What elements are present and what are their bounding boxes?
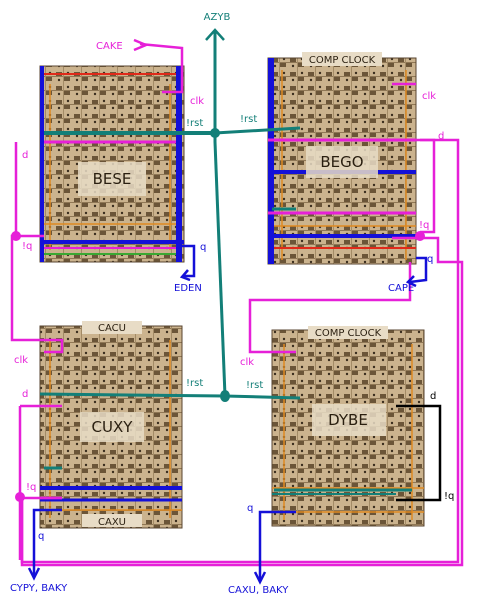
bese-d-label: d — [22, 150, 28, 161]
q-outputs — [27, 244, 428, 585]
dybe-d-label: d — [430, 391, 436, 402]
chip-bego-top-text: COMP CLOCK — [309, 55, 376, 66]
dybe-rst-label: !rst — [246, 380, 263, 391]
cake-label: CAKE — [96, 41, 123, 52]
chip-bese-right-rail — [176, 66, 182, 262]
cuxy-d-label: d — [22, 389, 28, 400]
clk-data-wires — [10, 38, 464, 567]
dybe-nq-label: !q — [444, 491, 454, 502]
bego-nq-label: !q — [419, 220, 429, 231]
bego-rst-label: !rst — [240, 114, 257, 125]
bese-nq-label: !q — [22, 241, 32, 252]
cypy-baky-label: CYPY, BAKY — [10, 583, 68, 594]
bese-nq-junction — [11, 231, 21, 241]
bego-clk-label: clk — [422, 91, 436, 102]
cape-label: CAPE — [388, 283, 414, 294]
chip-bego-left-rail — [268, 58, 274, 264]
chip-cuxy-bottom-text: CAXU — [98, 517, 126, 528]
dybe-feedback-loop — [396, 404, 442, 502]
cuxy-rst-label: !rst — [186, 378, 203, 389]
chip-bego: COMP CLOCK BEGO — [267, 52, 417, 265]
cuxy-clk-label: clk — [14, 355, 28, 366]
cuxy-nq-label: !q — [26, 482, 36, 493]
chip-dybe: COMP CLOCK DYBE — [271, 326, 425, 527]
dybe-clk-label: clk — [240, 357, 254, 368]
chip-bese: BESE — [39, 65, 185, 263]
chip-cuxy: CACU CUXY CAXU — [39, 321, 183, 529]
bego-q-label: q — [427, 254, 433, 265]
chip-bese-label: BESE — [93, 170, 132, 188]
eden-label: EDEN — [174, 283, 202, 294]
chip-bego-label: BEGO — [320, 153, 363, 171]
chip-cuxy-label: CUXY — [92, 418, 134, 436]
bego-nq-junction — [415, 231, 425, 241]
bese-q-label: q — [200, 242, 206, 253]
dybe-q-label: q — [247, 503, 253, 514]
cuxy-q-label: q — [38, 531, 44, 542]
chip-dybe-label: DYBE — [328, 411, 368, 429]
bese-clk-label: clk — [190, 96, 204, 107]
rst-junction-bottom — [220, 390, 230, 402]
bese-rst-label: !rst — [186, 118, 203, 129]
chip-dybe-top-text: COMP CLOCK — [315, 328, 382, 339]
rst-junction-top — [210, 128, 220, 138]
bego-d-label: d — [438, 131, 444, 142]
azyb-label: AZYB — [204, 12, 231, 23]
caxu-baky-label: CAXU, BAKY — [228, 585, 289, 596]
cuxy-nq-junction — [15, 492, 25, 502]
rst-net — [39, 28, 412, 495]
chip-cuxy-top-text: CACU — [98, 323, 126, 334]
chip-bese-left-rail — [40, 66, 44, 262]
